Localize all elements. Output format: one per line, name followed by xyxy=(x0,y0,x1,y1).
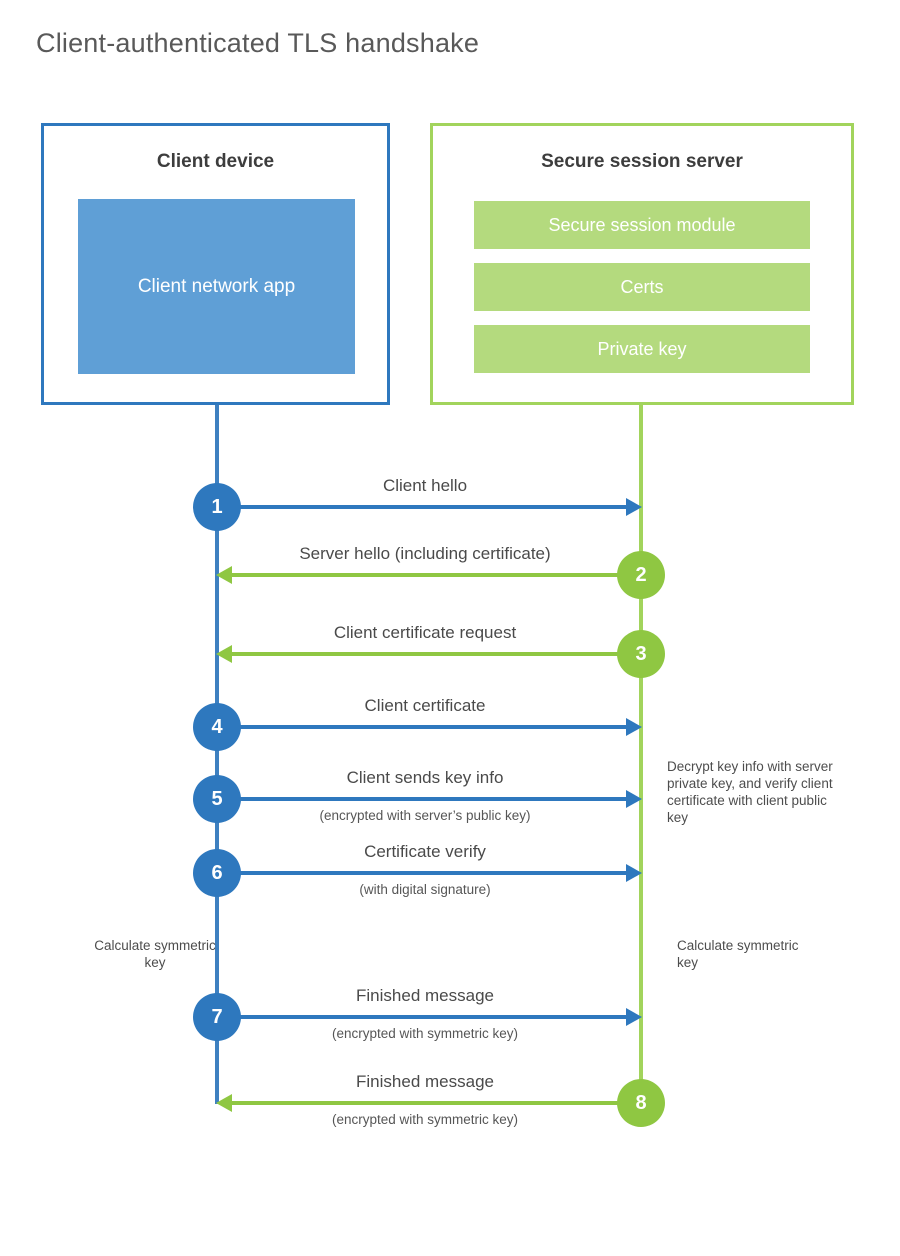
message-label: Client sends key info xyxy=(346,768,504,787)
message-label: Client hello xyxy=(382,476,468,495)
step-circle: 3 xyxy=(617,630,665,678)
client-device-title: Client device xyxy=(156,151,275,172)
step-circle: 2 xyxy=(617,551,665,599)
decrypt-key-note: Decrypt key info with server private key… xyxy=(667,759,833,825)
server-lifeline xyxy=(639,405,643,1106)
client-lifeline xyxy=(215,405,219,1104)
arrowhead-left-icon xyxy=(216,566,232,584)
client-network-app-rect: Client network app xyxy=(78,199,355,374)
message-label: Certificate verify xyxy=(364,842,486,861)
step-circle: 1 xyxy=(193,483,241,531)
arrow-line xyxy=(232,652,624,656)
step-circle: 5 xyxy=(193,775,241,823)
arrow-line xyxy=(232,1101,624,1105)
arrow-line xyxy=(222,1015,626,1019)
message-sublabel: (with digital signature) xyxy=(359,882,491,897)
server-module-bar: Secure session module xyxy=(474,201,810,249)
arrow-line xyxy=(222,797,626,801)
message-label: Finished message xyxy=(356,1072,494,1091)
message-label: Finished message xyxy=(356,986,494,1005)
arrow-line xyxy=(222,725,626,729)
arrowhead-left-icon xyxy=(216,1094,232,1112)
arrow-line xyxy=(232,573,624,577)
server-private-key-bar: Private key xyxy=(474,325,810,373)
arrowhead-right-icon xyxy=(626,790,642,808)
secure-session-server-box: Secure session server Secure session mod… xyxy=(430,123,854,405)
arrowhead-right-icon xyxy=(626,498,642,516)
page-title: Client-authenticated TLS handshake xyxy=(36,28,480,58)
secure-session-server-title: Secure session server xyxy=(541,151,743,172)
arrowhead-right-icon xyxy=(626,718,642,736)
step-circle: 8 xyxy=(617,1079,665,1127)
step-circle: 4 xyxy=(193,703,241,751)
server-certs-bar: Certs xyxy=(474,263,810,311)
step-circle: 6 xyxy=(193,849,241,897)
step-circle: 7 xyxy=(193,993,241,1041)
message-sublabel: (encrypted with symmetric key) xyxy=(331,1026,519,1041)
arrow-line xyxy=(222,871,626,875)
client-device-box: Client device Client network app xyxy=(41,123,390,405)
arrowhead-right-icon xyxy=(626,1008,642,1026)
message-label: Server hello (including certificate) xyxy=(299,544,551,563)
arrowhead-right-icon xyxy=(626,864,642,882)
message-sublabel: (encrypted with server’s public key) xyxy=(319,808,531,823)
message-sublabel: (encrypted with symmetric key) xyxy=(331,1112,519,1127)
arrow-line xyxy=(222,505,626,509)
calculate-symmetric-key-server: Calculate symmetric key xyxy=(677,938,799,970)
message-label: Client certificate request xyxy=(333,623,517,642)
calculate-symmetric-key-client: Calculate symmetric key xyxy=(94,938,216,970)
arrowhead-left-icon xyxy=(216,645,232,663)
message-label: Client certificate xyxy=(364,696,486,715)
client-network-app-label: Client network app xyxy=(137,275,296,297)
